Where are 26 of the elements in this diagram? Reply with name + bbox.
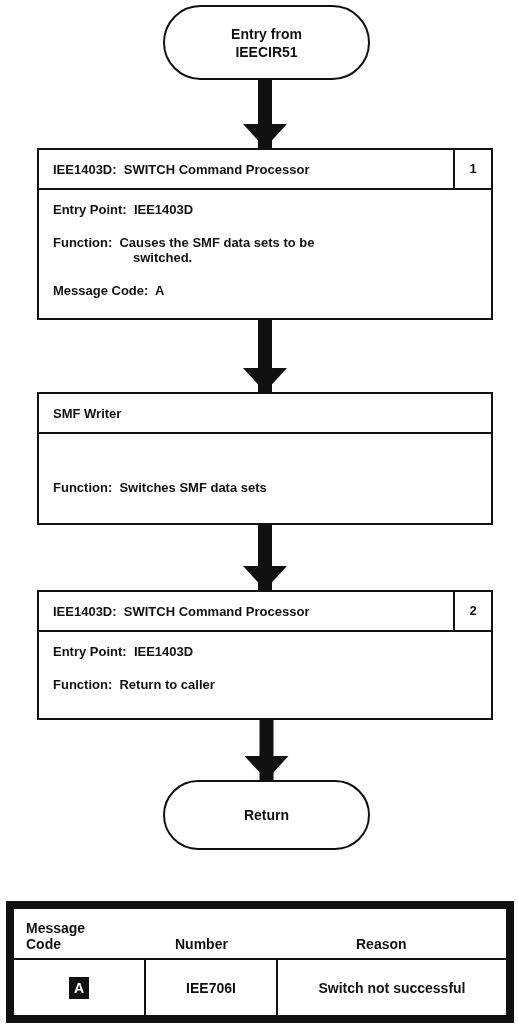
code-badge: A xyxy=(68,976,90,999)
arrow xyxy=(244,720,289,780)
process-box xyxy=(37,392,493,525)
column-header: Number xyxy=(174,935,229,954)
step-number: 2 xyxy=(453,592,491,632)
description-text: Function: Causes the SMF data sets to be switched. xyxy=(53,235,316,265)
column-header: Reason xyxy=(355,935,408,954)
module-title: IEE1403D: SWITCH Command Processor xyxy=(53,604,310,619)
table-cell: Switch not successful xyxy=(276,958,506,1015)
step-number: 1 xyxy=(453,150,491,190)
description-text: Entry Point: IEE1403D xyxy=(53,644,195,659)
arrow xyxy=(243,80,287,148)
description-text: Function: Switches SMF data sets xyxy=(53,480,268,495)
arrow xyxy=(243,320,287,392)
column-header: Message Code xyxy=(25,919,87,954)
terminal-label: Return xyxy=(242,806,291,824)
description-text: Message Code: A xyxy=(53,283,166,298)
process-box xyxy=(37,590,493,720)
description-text: Function: Return to caller xyxy=(53,677,216,692)
module-title: SMF Writer xyxy=(53,406,122,421)
process-box xyxy=(37,148,493,320)
terminal-label: Entry from IEECIR51 xyxy=(230,24,303,61)
module-title: IEE1403D: SWITCH Command Processor xyxy=(53,162,310,177)
arrow xyxy=(243,525,287,590)
description-text: Entry Point: IEE1403D xyxy=(53,202,195,217)
table-cell: IEE706I xyxy=(144,958,276,1015)
